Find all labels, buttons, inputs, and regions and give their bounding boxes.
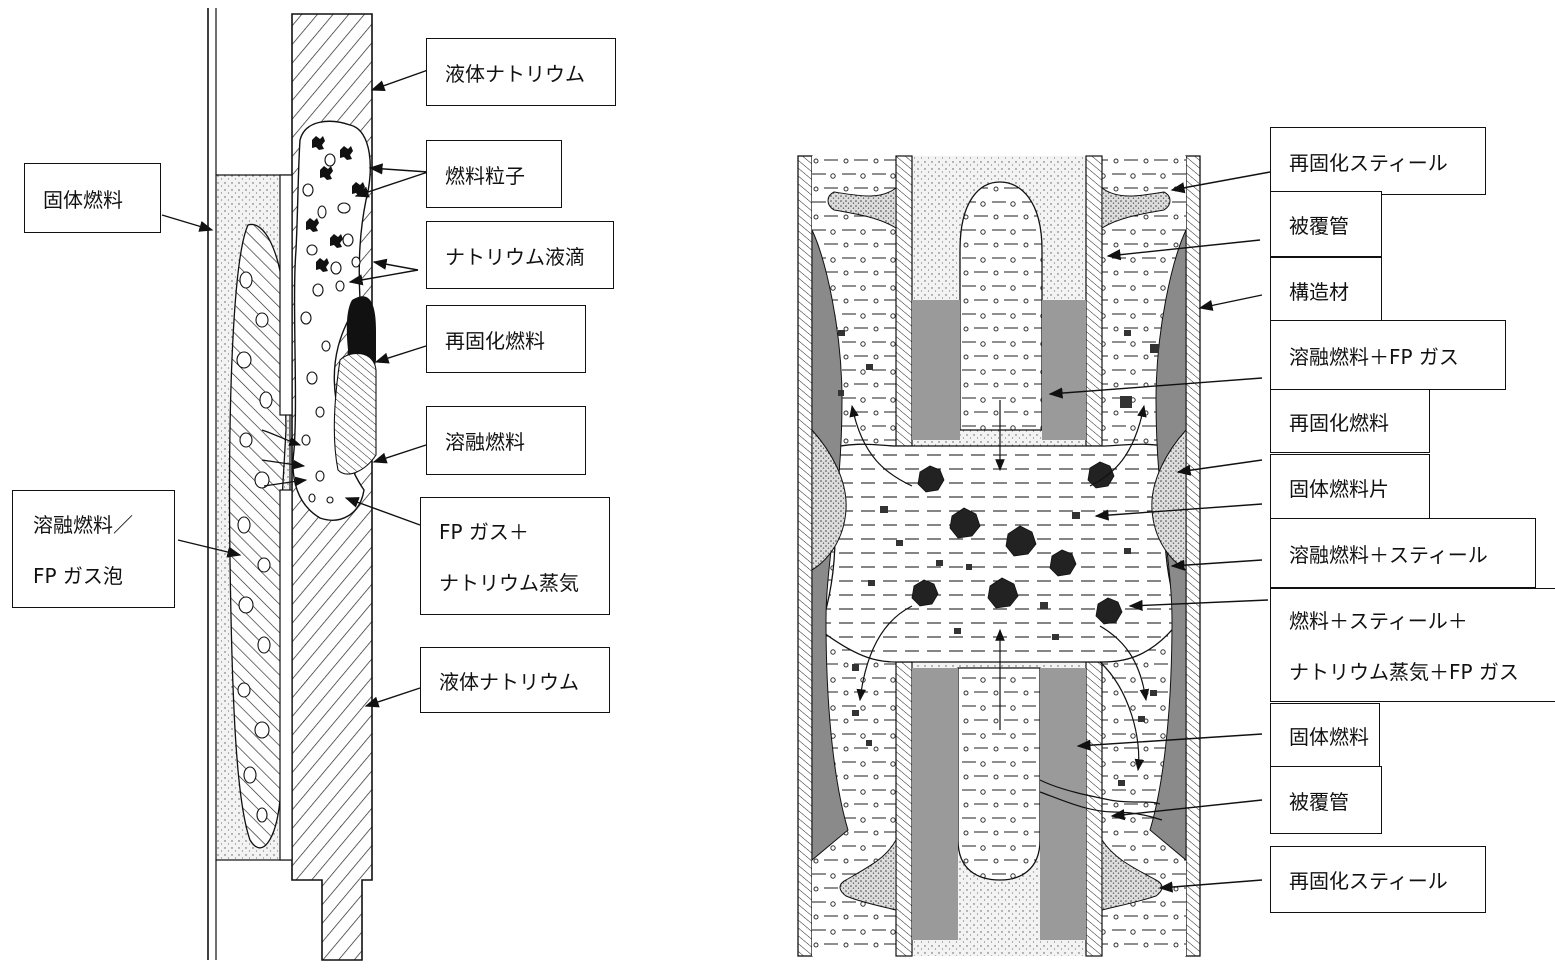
label-refrozen-steel-top: 再固化スティール <box>1270 127 1486 195</box>
label-text: 被覆管 <box>1289 789 1349 814</box>
label-solid-fuel-right: 固体燃料 <box>1270 703 1380 767</box>
label-text: ナトリウム液滴 <box>445 244 585 269</box>
label-molten-fuel-fp-bubbles: 溶融燃料／ FP ガス泡 <box>12 490 175 608</box>
label-structure: 構造材 <box>1270 257 1382 323</box>
label-molten-fuel-fp-gas: 溶融燃料＋FP ガス <box>1270 320 1506 390</box>
label-refrozen-steel-bottom: 再固化スティール <box>1270 846 1486 913</box>
label-text: 再固化スティール <box>1289 150 1448 175</box>
label-text-line1: 燃料＋スティール＋ <box>1289 609 1468 633</box>
label-text-line2: ナトリウム蒸気 <box>439 571 579 595</box>
label-molten-fuel: 溶融燃料 <box>426 406 586 475</box>
label-text: 固体燃料 <box>1289 724 1369 749</box>
label-text: 溶融燃料 <box>445 430 525 454</box>
label-cladding-bottom: 被覆管 <box>1270 766 1382 834</box>
right-pin-diagram <box>797 155 1271 957</box>
label-molten-fuel-steel: 溶融燃料＋スティール <box>1270 518 1536 588</box>
label-text-line1: 溶融燃料／ <box>33 513 133 537</box>
label-liquid-sodium-bottom: 液体ナトリウム <box>420 647 610 713</box>
label-text: 液体ナトリウム <box>445 61 585 86</box>
label-text: 再固化スティール <box>1289 869 1448 893</box>
label-refrozen-fuel-right: 再固化燃料 <box>1270 389 1430 453</box>
label-text: 液体ナトリウム <box>439 669 579 694</box>
label-sodium-droplets: ナトリウム液滴 <box>426 221 614 289</box>
label-fuel-steel-sodium-fp: 燃料＋スティール＋ ナトリウム蒸気＋FP ガス <box>1270 588 1555 702</box>
label-text-line1: FP ガス＋ <box>439 520 529 544</box>
label-text: 再固化燃料 <box>445 328 545 353</box>
label-text: 溶融燃料＋FP ガス <box>1289 344 1459 369</box>
label-fp-gas-sodium-vapor: FP ガス＋ ナトリウム蒸気 <box>420 497 610 615</box>
label-text-line2: FP ガス泡 <box>33 564 123 588</box>
label-cladding-top: 被覆管 <box>1270 191 1382 257</box>
label-text: 溶融燃料＋スティール <box>1289 542 1488 567</box>
label-solid-fuel-left: 固体燃料 <box>24 163 161 233</box>
label-fuel-particles: 燃料粒子 <box>426 140 562 208</box>
label-liquid-sodium-top: 液体ナトリウム <box>426 38 616 106</box>
label-text: 固体燃料片 <box>1289 476 1389 501</box>
label-text: 再固化燃料 <box>1289 410 1389 435</box>
label-text: 構造材 <box>1289 279 1349 304</box>
label-solid-fuel-fragments: 固体燃料片 <box>1270 454 1430 520</box>
label-text: 被覆管 <box>1289 213 1349 238</box>
label-text: 固体燃料 <box>43 187 123 212</box>
left-pin-diagram <box>161 8 429 961</box>
label-refrozen-fuel-left: 再固化燃料 <box>426 305 586 373</box>
label-text-line2: ナトリウム蒸気＋FP ガス <box>1289 660 1519 684</box>
label-text: 燃料粒子 <box>445 163 525 188</box>
